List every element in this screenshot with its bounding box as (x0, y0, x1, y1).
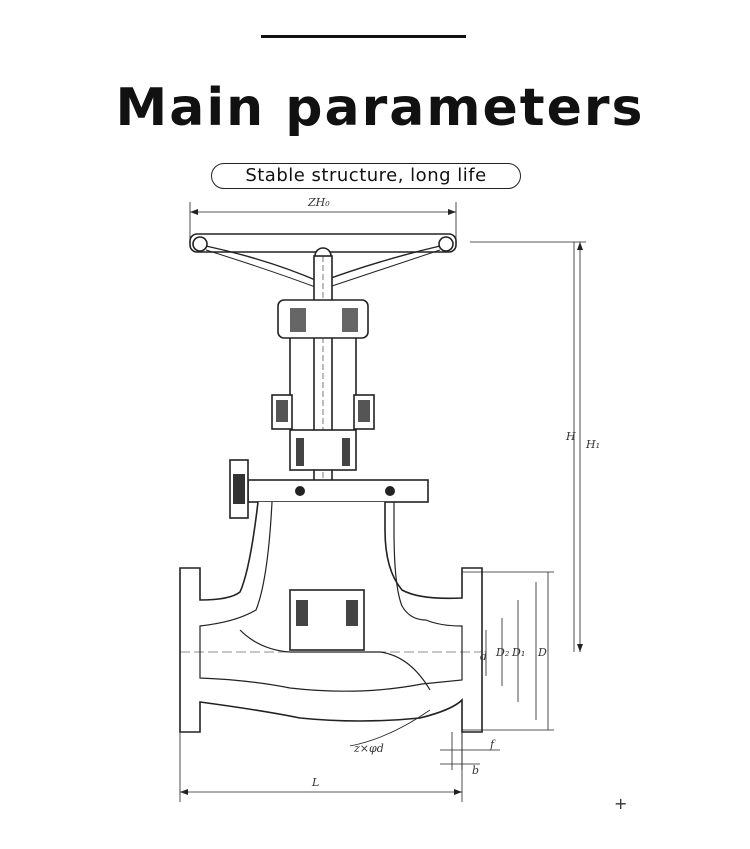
handwheel-dimension: ZH₀ (189, 196, 457, 240)
height-dim-label: H (565, 430, 576, 443)
bolts-dim-label: z×φd (353, 742, 384, 755)
globe-valve-drawing: ZH₀ (140, 190, 640, 820)
yoke-nut (277, 299, 369, 395)
page-title: Main parameters (115, 78, 645, 138)
valve-body (179, 501, 483, 733)
bore-dim-label: d (480, 650, 487, 663)
height-inner-dim-label: H₁ (585, 438, 600, 451)
flange-b-dim-label: b (472, 764, 479, 777)
right-dimensions: H H₁ d D₂ D₁ D (462, 241, 600, 731)
packing-gland (271, 394, 375, 471)
tagline-badge: Stable structure, long life (211, 163, 521, 189)
length-dimension: L (179, 732, 463, 802)
d1-dim-label: D₁ (511, 646, 525, 659)
flange-f-dim-label: f (489, 738, 496, 751)
length-dim-label: L (311, 776, 319, 789)
handwheel-dim-label: ZH₀ (307, 196, 330, 209)
top-decorative-rule (261, 35, 466, 38)
d2-dim-label: D₂ (495, 646, 509, 659)
d-outer-dim-label: D (537, 646, 547, 659)
corner-registration-mark: + (614, 794, 628, 813)
